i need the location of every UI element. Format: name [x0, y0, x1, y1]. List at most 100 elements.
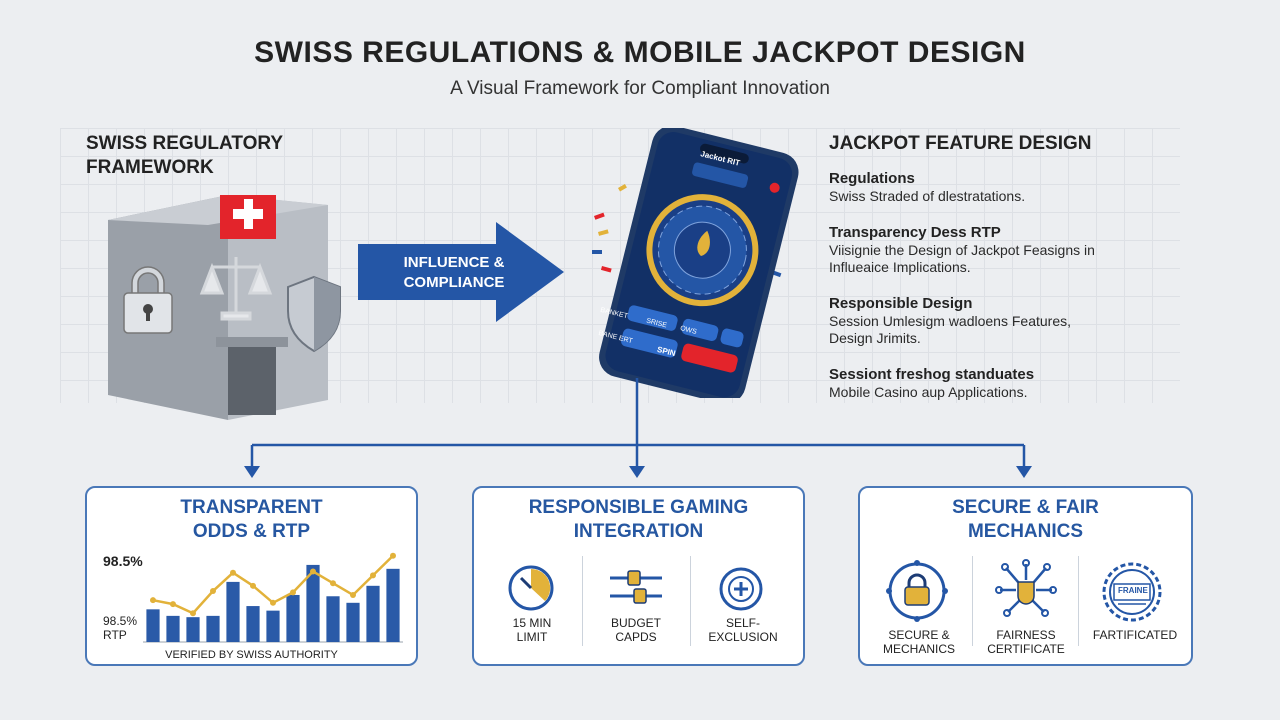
- secure-item-label: FARTIFICATED: [1082, 628, 1188, 642]
- chart-bar: [386, 568, 400, 642]
- chart-point: [190, 610, 196, 617]
- feature-item: Transparency Dess RTP Viisignie the Desi…: [829, 223, 1159, 276]
- feature-title: Regulations: [829, 170, 915, 187]
- secure-title-line1: SECURE & FAIR: [952, 497, 1099, 518]
- features-heading: JACKPOT FEATURE DESIGN: [829, 133, 1092, 154]
- divider: [690, 556, 691, 646]
- chart-point: [390, 552, 396, 559]
- gaming-item-line1: 15 MIN: [512, 616, 552, 630]
- regulatory-title-line1: SWISS REGULATORY: [86, 133, 284, 154]
- feature-desc: Session Umlesigm wadloens Features, Desi…: [829, 313, 1071, 346]
- regulatory-framework-title: SWISS REGULATORY FRAMEWORK: [86, 132, 346, 180]
- feature-title: Transparency Dess RTP: [829, 224, 1001, 241]
- secure-fair-card: SECURE & FAIR MECHANICS FRAINE S: [858, 486, 1193, 666]
- circuit-icon: [995, 559, 1057, 617]
- shield-icon: [287, 275, 341, 353]
- gaming-item-line2: CAPDS: [615, 630, 657, 644]
- gaming-item-label: SELF- EXCLUSION: [694, 616, 792, 644]
- chart-point: [330, 580, 336, 587]
- page-title: SWISS REGULATIONS & MOBILE JACKPOT DESIG…: [254, 36, 1026, 69]
- chart-point: [230, 569, 236, 576]
- divider: [582, 556, 583, 646]
- chart-bar: [206, 615, 220, 642]
- chart-bar: [286, 594, 300, 642]
- gaming-item-line1: BUDGET: [610, 616, 661, 630]
- chart-point: [270, 599, 276, 606]
- chart-bar: [326, 596, 340, 642]
- responsible-gaming-card: RESPONSIBLE GAMING INTEGRATION 15 MIN LI…: [472, 486, 805, 666]
- secure-item-line1: FARTIFICATED: [1092, 628, 1178, 642]
- chart-point: [290, 589, 296, 596]
- chart-point: [350, 591, 356, 598]
- gaming-item-line2: EXCLUSION: [708, 630, 778, 644]
- rtp-label-bottom: 98.5% RTP: [103, 614, 137, 642]
- feature-item: Responsible Design Session Umlesigm wadl…: [829, 294, 1159, 347]
- transparent-odds-card: TRANSPARENT ODDS & RTP 98.5% 98.5% RTP V…: [85, 486, 418, 666]
- chart-bar: [226, 581, 240, 642]
- arrow-line2: COMPLIANCE: [403, 274, 505, 291]
- secure-item-label: FAIRNESS CERTIFICATE: [976, 628, 1076, 656]
- chart-bar: [366, 585, 380, 642]
- rtp-bottom-line2: RTP: [103, 628, 127, 642]
- rtp-bar-chart: [143, 552, 403, 643]
- chart-bar: [306, 564, 320, 642]
- divider: [972, 556, 973, 646]
- chart-point: [150, 597, 156, 604]
- feature-desc: Mobile Casino aup Applications.: [829, 384, 1028, 400]
- chart-point: [250, 582, 256, 589]
- certificate-seal-icon: [1102, 562, 1162, 622]
- rtp-bottom-line1: 98.5%: [103, 614, 138, 628]
- divider: [1078, 556, 1079, 646]
- feature-desc: Swiss Straded of dlestratations.: [829, 188, 1026, 204]
- secure-item-line1: SECURE &: [888, 628, 950, 642]
- chart-point: [170, 601, 176, 608]
- chart-bar: [266, 610, 280, 642]
- chart-point: [370, 572, 376, 579]
- odds-title-line2: ODDS & RTP: [192, 521, 311, 542]
- seal-text: FRAINE: [1118, 586, 1148, 595]
- regulatory-title-line2: FRAMEWORK: [86, 157, 214, 178]
- feature-item: Sessiont freshog standuates Mobile Casin…: [829, 365, 1159, 401]
- rtp-label-top: 98.5%: [103, 553, 143, 569]
- gaming-item-label: BUDGET CAPDS: [588, 616, 684, 644]
- gaming-title-line1: RESPONSIBLE GAMING: [528, 497, 749, 518]
- regulatory-building-icon: [108, 195, 341, 420]
- feature-item: Regulations Swiss Straded of dlestratati…: [829, 169, 1159, 205]
- secure-item-line2: MECHANICS: [882, 642, 955, 656]
- secure-item-line1: FAIRNESS: [996, 628, 1056, 642]
- gaming-item-line2: LIMIT: [516, 630, 548, 644]
- chart-point: [310, 568, 316, 575]
- padlock-icon: [123, 266, 173, 334]
- chart-bar: [246, 606, 260, 642]
- secure-item-label: SECURE & MECHANICS: [870, 628, 968, 656]
- page-subtitle: A Visual Framework for Compliant Innovat…: [450, 78, 830, 99]
- secure-card-title: SECURE & FAIR MECHANICS: [860, 496, 1191, 544]
- feature-desc: Viisignie the Design of Jackpot Feasigns…: [829, 242, 1095, 275]
- lock-icon: [886, 560, 948, 622]
- gaming-item-label: 15 MIN LIMIT: [484, 616, 580, 644]
- slider-icon: [610, 570, 662, 604]
- feature-title: Sessiont freshog standuates: [829, 366, 1035, 383]
- verified-footer: VERIFIED BY SWISS AUTHORITY: [165, 649, 338, 661]
- odds-title-line1: TRANSPARENT: [180, 497, 323, 518]
- feature-title: Responsible Design: [829, 295, 973, 312]
- chart-bar: [166, 615, 180, 642]
- arrow-line1: INFLUENCE &: [403, 254, 505, 271]
- chart-bar: [346, 602, 360, 642]
- odds-card-title: TRANSPARENT ODDS & RTP: [87, 496, 416, 544]
- influence-arrow-icon: [358, 222, 564, 322]
- gaming-card-title: RESPONSIBLE GAMING INTEGRATION: [474, 496, 803, 544]
- chart-bar: [186, 617, 200, 642]
- justice-scales-icon: [199, 257, 273, 321]
- timer-icon: [508, 565, 554, 611]
- chart-bar: [146, 609, 160, 642]
- plus-circle-icon: [719, 567, 763, 611]
- gaming-item-line1: SELF-: [725, 616, 760, 630]
- influence-compliance-label: INFLUENCE & COMPLIANCE: [374, 253, 534, 293]
- chart-point: [210, 588, 216, 595]
- secure-title-line2: MECHANICS: [967, 521, 1084, 542]
- gaming-title-line2: INTEGRATION: [573, 521, 704, 542]
- secure-item-line2: CERTIFICATE: [987, 642, 1065, 656]
- mobile-phone-mockup: [592, 128, 799, 398]
- jackpot-features-panel: JACKPOT FEATURE DESIGN Regulations Swiss…: [829, 133, 1159, 419]
